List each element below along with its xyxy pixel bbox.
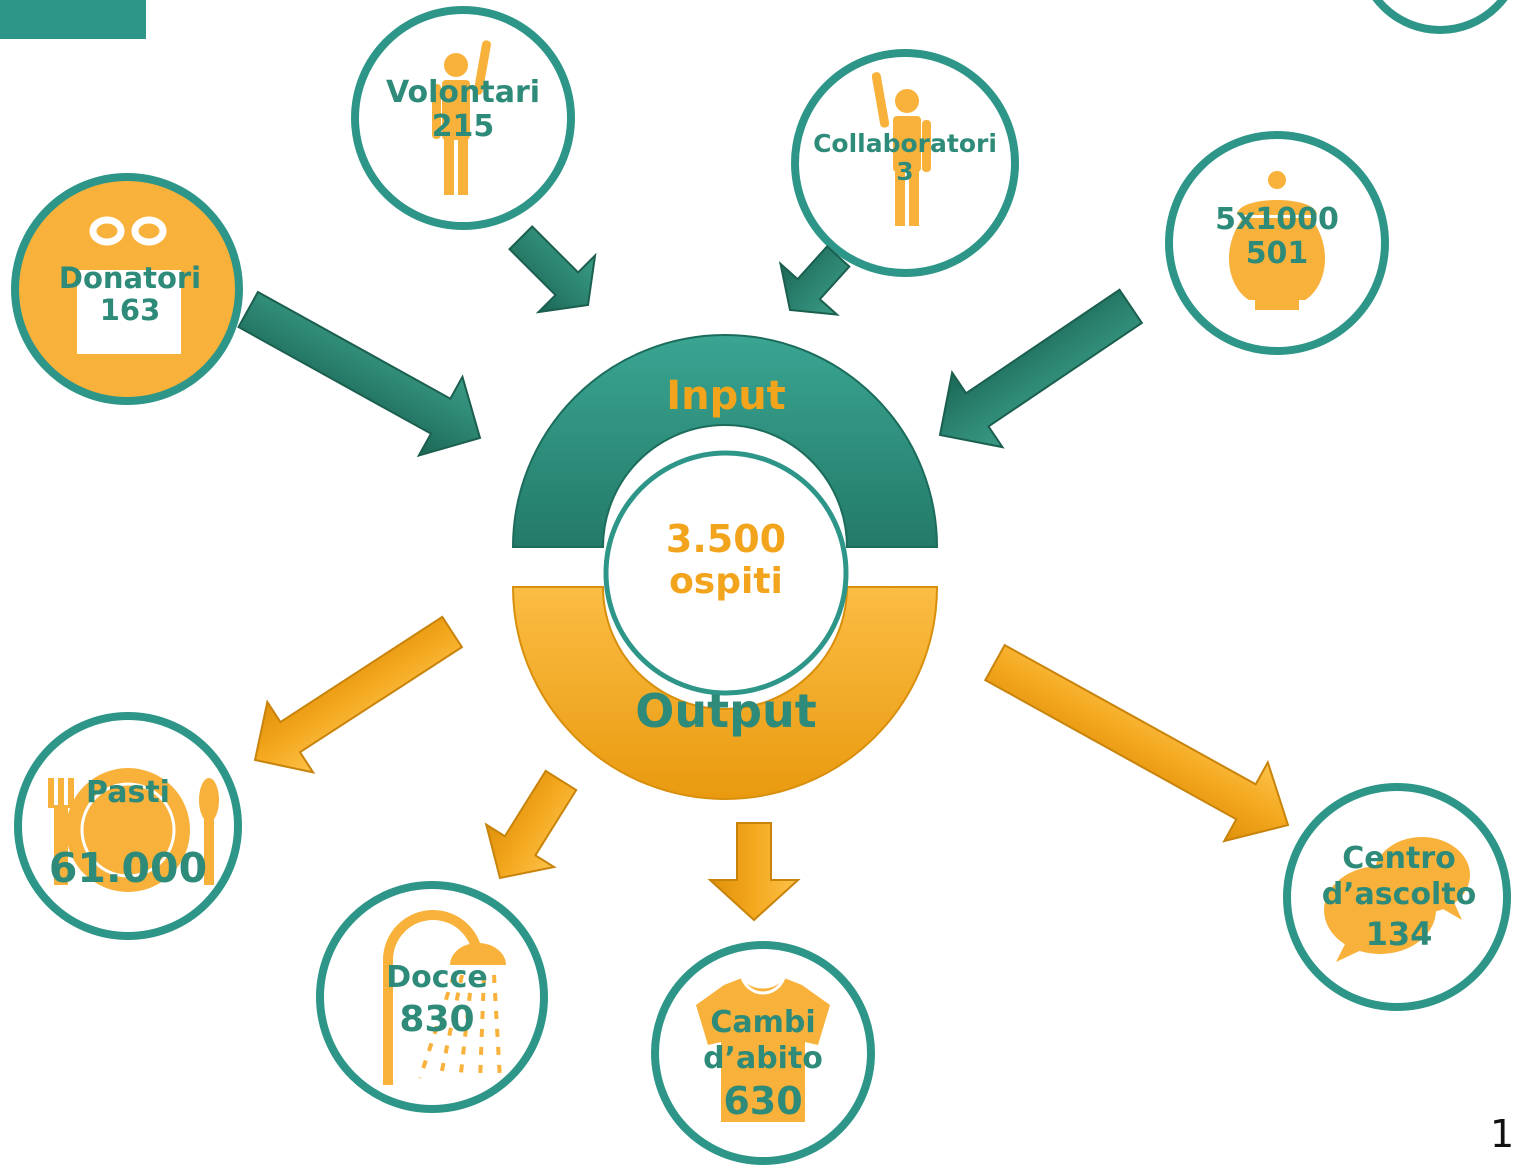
speech-bubbles-icon [1324, 837, 1470, 962]
collaboratori-label: Collaboratori 3 [795, 130, 1015, 186]
person-raising-hand-icon [871, 72, 931, 226]
pasti-title: Pasti [86, 775, 170, 810]
donatori-title: Donatori [58, 261, 202, 295]
arrow-donatori [237, 290, 482, 458]
center-unit: ospiti [669, 561, 783, 602]
arrow-docce [484, 769, 578, 880]
5x1000-title: 5x1000 [1215, 202, 1339, 237]
shower-icon [383, 910, 506, 1085]
arrow-cambi [707, 822, 801, 922]
donatori-node [11, 173, 243, 405]
arrow-collaboratori [778, 245, 851, 316]
input-half-ring [511, 334, 939, 548]
tshirt-icon [696, 977, 830, 1122]
partial-circle-decor [1372, 0, 1508, 34]
donatori-value: 163 [99, 293, 161, 328]
header-accent-bar [0, 0, 146, 39]
volontari-title: Volontari [385, 75, 541, 110]
arrow-pasti [253, 615, 464, 774]
cambi-value: 630 [723, 1079, 803, 1123]
arrow-5x1000 [938, 288, 1144, 449]
volontari-node [351, 6, 575, 230]
ascolto-node [1283, 783, 1511, 1011]
volontari-value: 215 [431, 108, 495, 144]
cambi-title: Cambi d’abito [703, 1005, 823, 1076]
collaboratori-node [791, 49, 1019, 277]
person-raising-hand-icon [432, 40, 491, 195]
arrow-volontari [508, 225, 597, 314]
docce-node [316, 881, 548, 1113]
cambi-node [651, 941, 875, 1165]
ascolto-title: Centro d’ascolto [1321, 841, 1477, 912]
pasti-node [14, 712, 242, 940]
ascolto-value: 134 [1365, 915, 1433, 953]
5x1000-value: 501 [1245, 235, 1309, 271]
center-value: 3.500 [665, 517, 787, 561]
donatori-label: Donatori 163 [30, 262, 230, 327]
collaboratori-value: 3 [896, 157, 914, 186]
gift-icon [77, 216, 181, 354]
output-label: Output [635, 684, 817, 738]
input-label: Input [666, 373, 786, 419]
arrow-ascolto [983, 643, 1290, 843]
collaboratori-title: Collaboratori [813, 129, 997, 158]
volontari-label: Volontari 215 [353, 76, 573, 143]
urn-icon [1228, 171, 1326, 310]
output-half-ring [511, 586, 939, 800]
5x1000-node [1165, 131, 1389, 355]
docce-value: 830 [399, 999, 475, 1040]
pasti-value: 61.000 [48, 844, 208, 892]
center-circle [603, 450, 849, 696]
plate-fork-spoon-icon [48, 768, 219, 892]
docce-title: Docce [386, 960, 488, 995]
5x1000-label: 5x1000 501 [1177, 203, 1377, 270]
page-number: 1 [1490, 1112, 1515, 1156]
